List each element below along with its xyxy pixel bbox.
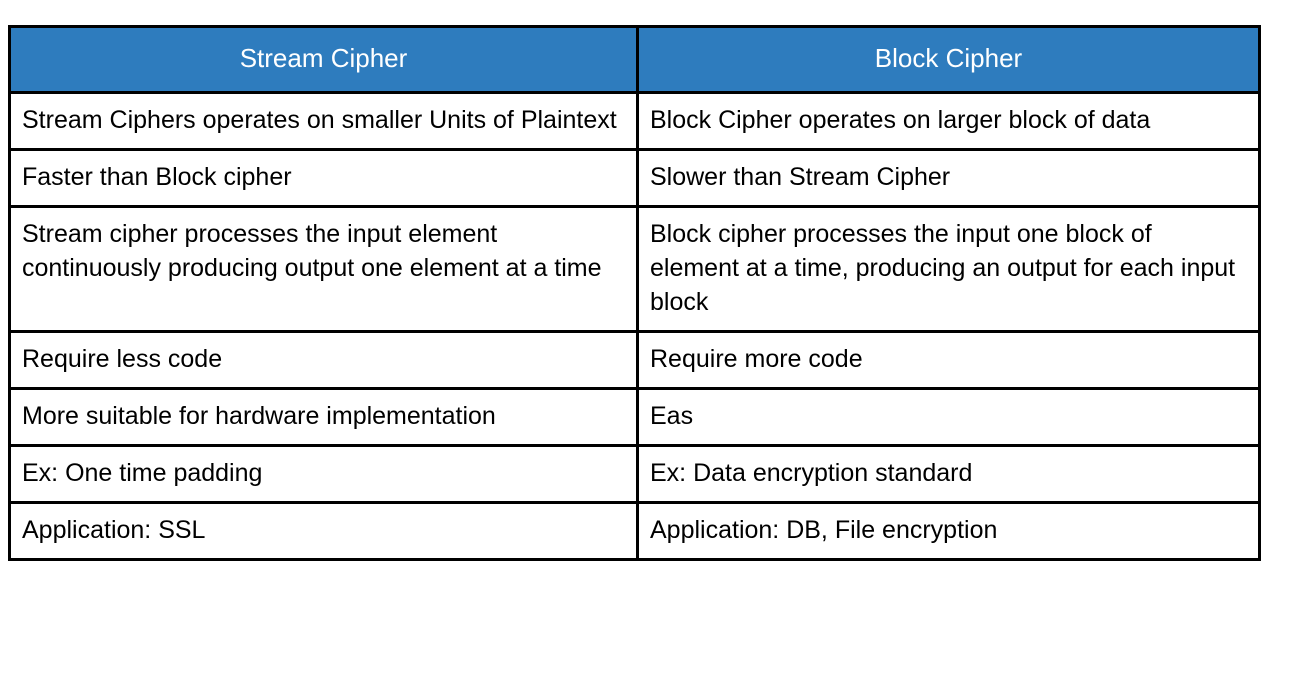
table-cell-block: Ex: Data encryption standard [636, 443, 1261, 504]
table-cell-stream: Stream cipher processes the input elemen… [8, 204, 639, 333]
column-header-label: Stream Cipher [239, 43, 408, 73]
cell-text: Ex: Data encryption standard [650, 458, 973, 487]
cell-text: More suitable for hardware implementatio… [22, 401, 496, 430]
table-cell-block: Block cipher processes the input one blo… [636, 204, 1261, 333]
table-row: Require less code Require more code [8, 329, 1261, 390]
cell-text: Ex: One time padding [22, 458, 263, 487]
table-row: Stream cipher processes the input elemen… [8, 204, 1261, 333]
table-cell-block: Slower than Stream Cipher [636, 147, 1261, 208]
column-header-stream-cipher: Stream Cipher [8, 25, 639, 94]
table-cell-stream: Stream Ciphers operates on smaller Units… [8, 90, 639, 151]
table-row: Application: SSL Application: DB, File e… [8, 500, 1261, 561]
cell-text: Eas [650, 401, 694, 430]
cell-text: Application: DB, File encryption [650, 515, 998, 544]
table-row: Faster than Block cipher Slower than Str… [8, 147, 1261, 208]
table-cell-block: Block Cipher operates on larger block of… [636, 90, 1261, 151]
table-cell-stream: Require less code [8, 329, 639, 390]
cell-text: Faster than Block cipher [22, 162, 292, 191]
table-cell-stream: More suitable for hardware implementatio… [8, 386, 639, 447]
cell-text: Require more code [650, 344, 863, 373]
cell-text: Block cipher processes the input one blo… [650, 219, 1236, 316]
column-header-block-cipher: Block Cipher [636, 25, 1261, 94]
table-cell-stream: Faster than Block cipher [8, 147, 639, 208]
table-row: Ex: One time padding Ex: Data encryption… [8, 443, 1261, 504]
table-cell-stream: Ex: One time padding [8, 443, 639, 504]
table-cell-block: Require more code [636, 329, 1261, 390]
table-cell-stream: Application: SSL [8, 500, 639, 561]
table-header-row: Stream Cipher Block Cipher [8, 25, 1261, 94]
table-row: More suitable for hardware implementatio… [8, 386, 1261, 447]
cell-text: Stream cipher processes the input elemen… [22, 219, 602, 282]
table-body: Stream Ciphers operates on smaller Units… [8, 90, 1261, 561]
table-row: Stream Ciphers operates on smaller Units… [8, 90, 1261, 151]
cell-text: Require less code [22, 344, 223, 373]
cell-text: Block Cipher operates on larger block of… [650, 105, 1151, 134]
comparison-table: Stream Cipher Block Cipher Stream Cipher… [8, 25, 1261, 561]
cell-text: Slower than Stream Cipher [650, 162, 951, 191]
table-cell-block: Application: DB, File encryption [636, 500, 1261, 561]
column-header-label: Block Cipher [874, 43, 1023, 73]
table-header: Stream Cipher Block Cipher [8, 25, 1261, 94]
table-cell-block: Eas [636, 386, 1261, 447]
cell-text: Stream Ciphers operates on smaller Units… [22, 105, 617, 134]
cell-text: Application: SSL [22, 515, 206, 544]
